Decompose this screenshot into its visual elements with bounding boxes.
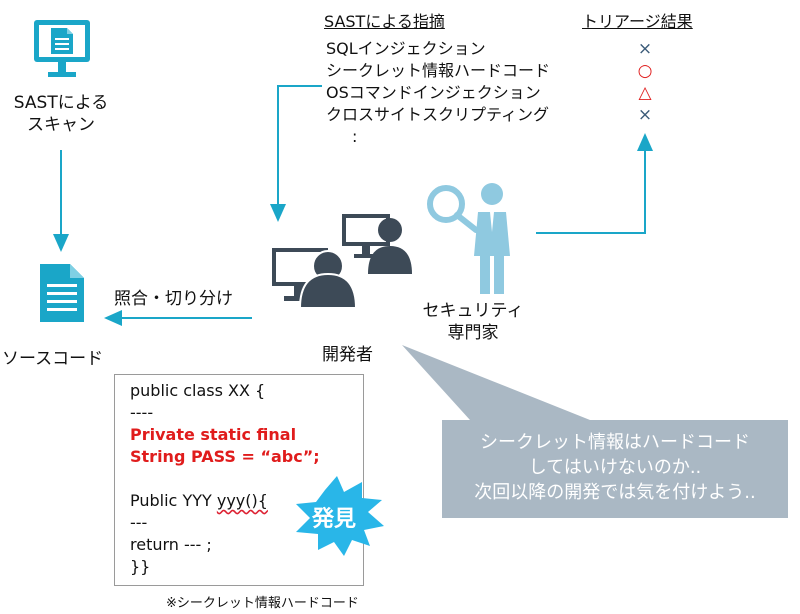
code-line: Public YYY yyy(){ bbox=[130, 491, 268, 510]
code-line: --- bbox=[130, 513, 148, 532]
triage-mark-os-command: △ bbox=[638, 83, 652, 103]
monitor-document-icon bbox=[34, 20, 90, 77]
expert-label: セキュリティ 専門家 bbox=[422, 301, 524, 343]
security-expert-icon bbox=[427, 183, 510, 294]
callout-bubble bbox=[402, 345, 788, 518]
document-icon bbox=[40, 264, 84, 322]
callout-text: シークレット情報はハードコード してはいけないのか.. 次回以降の開発では気を付… bbox=[474, 432, 756, 503]
finding-sql-injection: SQLインジェクション bbox=[326, 39, 486, 58]
finding-hardcoded-secret: シークレット情報ハードコード bbox=[326, 61, 551, 80]
finding-cross-site-scripting: クロスサイトスクリプティング bbox=[326, 105, 550, 124]
scan-label: SASTによる スキャン bbox=[13, 93, 109, 135]
discovery-label: 発見 bbox=[312, 507, 357, 532]
code-line: }} bbox=[130, 557, 151, 576]
developers-label: 開発者 bbox=[322, 345, 373, 365]
triage-mark-sql: × bbox=[637, 39, 653, 59]
developers-icon bbox=[272, 214, 412, 309]
triage-mark-xss: × bbox=[637, 105, 653, 125]
match-label: 照合・切り分け bbox=[114, 289, 233, 309]
finding-os-command-injection: OSコマンドインジェクション bbox=[326, 83, 541, 102]
findings-header: SASTによる指摘 bbox=[324, 12, 445, 31]
arrow-expert-to-triage bbox=[536, 133, 653, 234]
code-line-secret: Private static final bbox=[130, 425, 297, 444]
findings-more: : bbox=[352, 127, 358, 146]
code-line-secret: String PASS = “abc”; bbox=[130, 447, 320, 466]
footnote: ※シークレット情報ハードコード bbox=[166, 596, 359, 611]
source-code-label: ソースコード bbox=[2, 349, 104, 369]
code-listing: public class XX { ---- Private static fi… bbox=[130, 380, 320, 578]
arrow-findings-to-developers bbox=[270, 85, 322, 222]
triage-list: × ○ △ × bbox=[633, 38, 657, 126]
triage-header: トリアージ結果 bbox=[582, 12, 693, 31]
code-line: ---- bbox=[130, 403, 154, 422]
code-line: public class XX { bbox=[130, 381, 266, 400]
triage-mark-hardcoded: ○ bbox=[637, 61, 653, 81]
code-line: return --- ; bbox=[130, 535, 212, 554]
burst-shape bbox=[296, 476, 384, 556]
findings-list: SQLインジェクション シークレット情報ハードコード OSコマンドインジェクショ… bbox=[326, 38, 550, 148]
code-box bbox=[114, 374, 364, 586]
